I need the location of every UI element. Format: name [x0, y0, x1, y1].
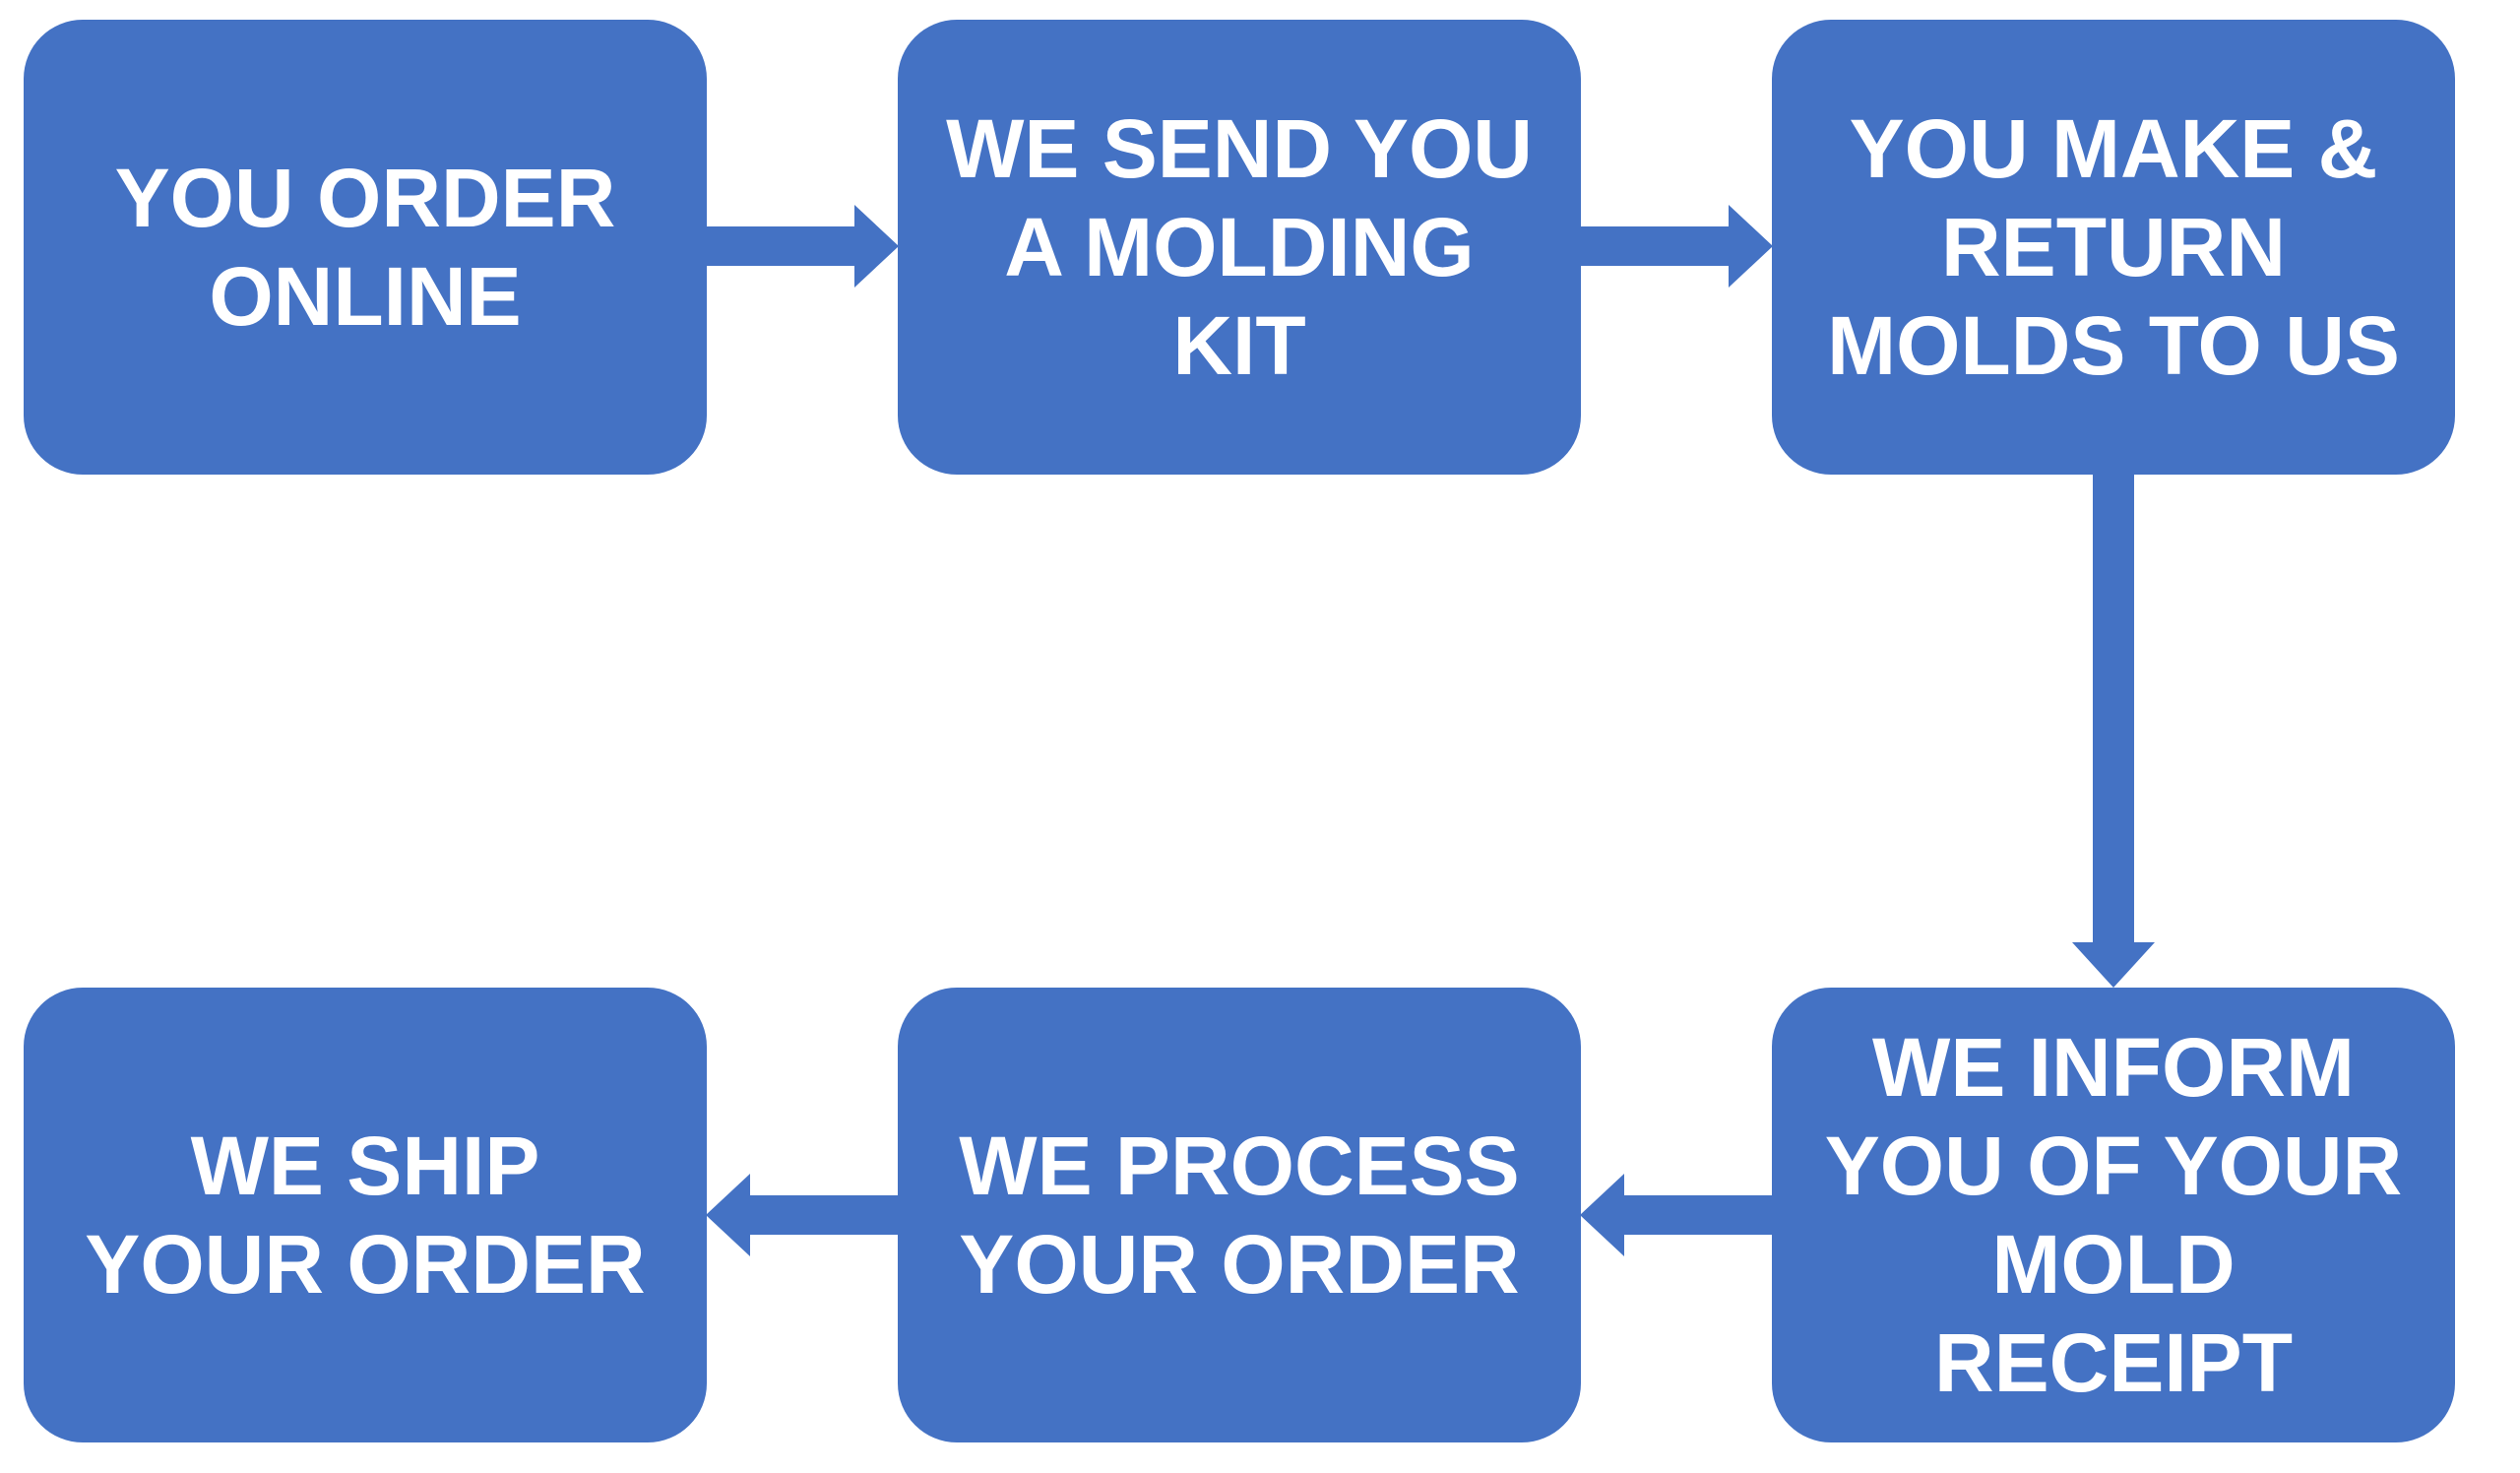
connector-arrow-step5-to-step6 [706, 1174, 899, 1256]
arrow-head-left-icon [1580, 1174, 1624, 1256]
flow-step-label: WE SEND YOU A MOLDING KIT [946, 102, 1533, 392]
flow-step-you-make-return-molds: YOU MAKE & RETURN MOLDS TO US [1772, 20, 2455, 475]
arrow-head-left-icon [706, 1174, 750, 1256]
arrow-shaft [1623, 1195, 1773, 1235]
flow-step-label: WE PROCESS YOUR ORDER [959, 1120, 1520, 1311]
arrow-head-right-icon [1729, 205, 1773, 288]
arrow-head-right-icon [854, 205, 899, 288]
flow-step-we-send-molding-kit: WE SEND YOU A MOLDING KIT [898, 20, 1581, 475]
flow-step-label: WE SHIP YOUR ORDER [85, 1120, 646, 1311]
connector-arrow-step2-to-step3 [1580, 205, 1773, 288]
connector-arrow-step1-to-step2 [706, 205, 899, 288]
arrow-shaft [2093, 474, 2134, 943]
flow-step-label: YOU ORDER ONLINE [114, 152, 616, 343]
arrow-shaft [749, 1195, 899, 1235]
flow-step-label: YOU MAKE & RETURN MOLDS TO US [1827, 102, 2400, 392]
connector-arrow-step4-to-step5 [1580, 1174, 1773, 1256]
arrow-shaft [706, 226, 855, 266]
flow-step-we-inform-mold-receipt: WE INFORM YOU OF YOUR MOLD RECEIPT [1772, 988, 2455, 1442]
flow-step-we-ship-your-order: WE SHIP YOUR ORDER [24, 988, 707, 1442]
arrow-head-down-icon [2072, 942, 2155, 988]
connector-arrow-step3-to-step4 [2072, 474, 2155, 988]
flow-step-you-order-online: YOU ORDER ONLINE [24, 20, 707, 475]
arrow-shaft [1580, 226, 1730, 266]
flow-step-label: WE INFORM YOU OF YOUR MOLD RECEIPT [1824, 1021, 2403, 1409]
flow-step-we-process-your-order: WE PROCESS YOUR ORDER [898, 988, 1581, 1442]
